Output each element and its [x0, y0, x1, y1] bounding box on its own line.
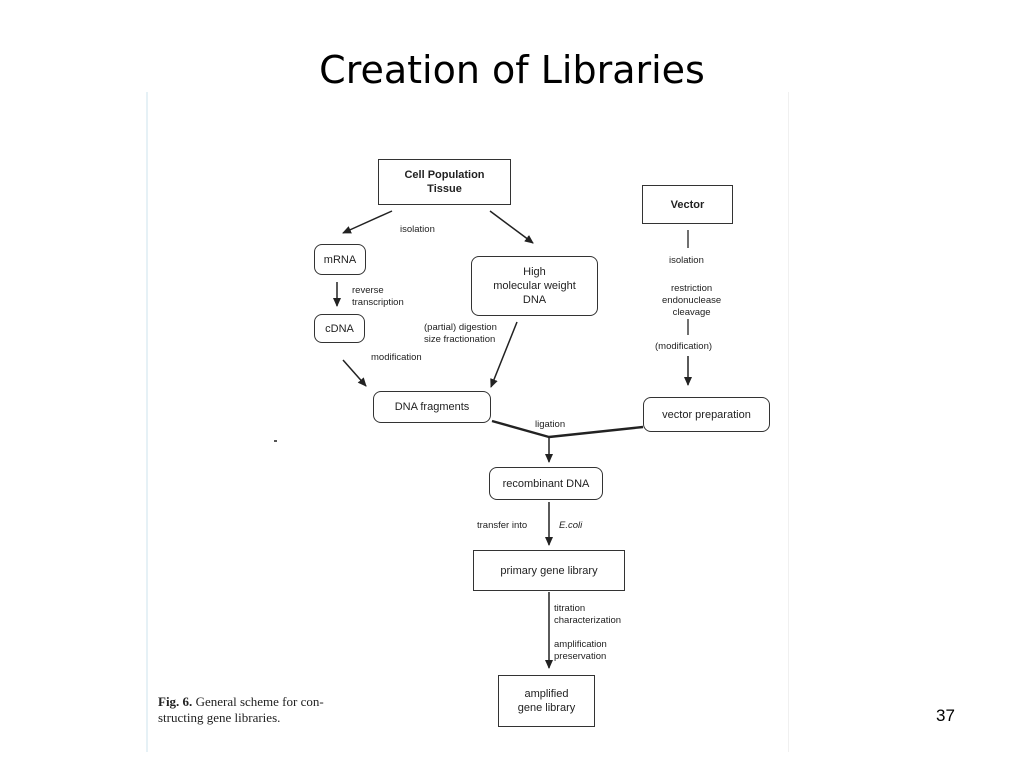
- node-cell-population: Cell Population Tissue: [378, 159, 511, 205]
- node-cdna: cDNA: [314, 314, 365, 343]
- slide-title: Creation of Libraries: [319, 48, 705, 92]
- node-vector-preparation: vector preparation: [643, 397, 770, 432]
- node-dna-fragments: DNA fragments: [373, 391, 491, 423]
- label-modification: modification: [371, 352, 422, 363]
- label-restriction: restriction endonuclease cleavage: [662, 283, 722, 318]
- label-titration: titration characterization: [554, 603, 622, 626]
- node-recombinant-dna: recombinant DNA: [489, 467, 603, 500]
- node-vector: Vector: [642, 185, 733, 224]
- label-amplification: amplification preservation: [554, 639, 607, 662]
- label-isolation-left: isolation: [400, 224, 435, 235]
- label-partial-digestion: (partial) digestion size fractionation: [424, 322, 497, 345]
- arrow-cell-to-mrna: [342, 210, 393, 234]
- node-mrna: mRNA: [314, 244, 366, 275]
- ligation-line-right: [548, 425, 644, 439]
- label-ligation: ligation: [535, 419, 566, 430]
- node-primary-library: primary gene library: [473, 550, 625, 591]
- node-high-mw-dna: High molecular weight DNA: [471, 256, 598, 316]
- scan-speck: [274, 440, 277, 442]
- caption-prefix: Fig. 6.: [158, 694, 193, 709]
- page-number: 37: [936, 706, 955, 725]
- label-isolation-right: isolation: [669, 255, 704, 266]
- arrow-cdna-to-fragments: [342, 359, 367, 387]
- label-ecoli: E.coli: [559, 520, 583, 531]
- figure-caption: Fig. 6. General scheme for con-structing…: [158, 694, 358, 726]
- arrow-dna-to-fragments: [490, 321, 518, 388]
- label-modification-paren: (modification): [655, 341, 713, 352]
- arrow-cell-to-dna: [489, 210, 534, 244]
- label-reverse-transcription: reverse transcription: [352, 285, 404, 308]
- caption-text: General scheme for con-structing gene li…: [158, 694, 324, 725]
- label-transfer-into: transfer into: [477, 520, 528, 531]
- node-amplified-library: amplified gene library: [498, 675, 595, 727]
- ligation-line-left: [491, 419, 550, 439]
